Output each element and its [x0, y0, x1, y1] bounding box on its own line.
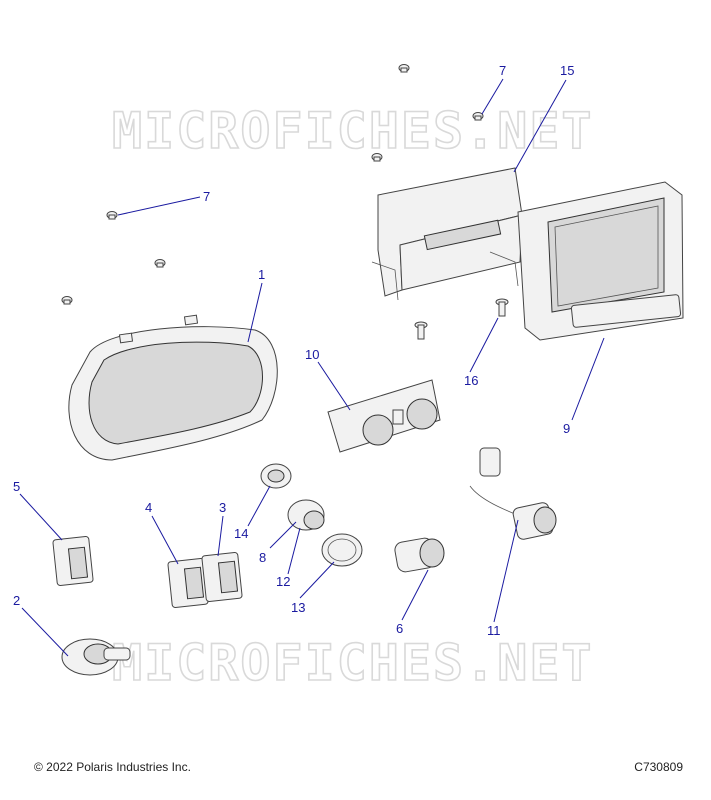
leader-11 [493, 519, 519, 623]
accessory-socket [287, 499, 325, 531]
push-pin [414, 321, 428, 340]
callout-12: 12 [276, 574, 290, 589]
screw [398, 64, 410, 73]
screw [106, 211, 118, 220]
copyright-notice: © 2022 Polaris Industries Inc. [34, 760, 191, 774]
callout-2: 2 [13, 593, 20, 608]
leader-7a [117, 196, 201, 216]
leader-4 [151, 515, 179, 565]
drawing-code: C730809 [634, 760, 683, 774]
watermark-top: MICROFICHES.NET [112, 102, 594, 160]
ignition-switch [61, 638, 131, 676]
rocker-switch [52, 536, 94, 586]
leader-12 [287, 527, 301, 575]
callout-8: 8 [259, 550, 266, 565]
callout-6: 6 [396, 621, 403, 636]
watermark-bottom: MICROFICHES.NET [112, 634, 594, 692]
leader-16 [469, 317, 499, 373]
socket-cap [321, 533, 363, 567]
leader-2 [21, 607, 69, 657]
retaining-nut [260, 463, 292, 489]
callout-5: 5 [13, 479, 20, 494]
callout-9: 9 [563, 421, 570, 436]
leader-6 [401, 569, 429, 621]
callout-10: 10 [305, 347, 319, 362]
leader-7b [481, 78, 504, 115]
leader-13 [299, 561, 335, 599]
leader-8 [269, 521, 297, 549]
leader-15 [513, 79, 567, 173]
callout-7a: 7 [203, 189, 210, 204]
screw [371, 153, 383, 162]
callout-1: 1 [258, 267, 265, 282]
screw [154, 259, 166, 268]
rocker-switch [201, 552, 243, 602]
screw [472, 112, 484, 121]
12v-outlet [394, 537, 445, 573]
callout-4: 4 [145, 500, 152, 515]
rocker-switch [167, 558, 209, 608]
callout-7b: 7 [499, 63, 506, 78]
usb-power-port [469, 447, 557, 540]
leader-10 [317, 361, 351, 411]
callout-3: 3 [219, 500, 226, 515]
callout-15: 15 [560, 63, 574, 78]
instrument-cluster [68, 314, 278, 461]
leader-9 [571, 337, 605, 421]
callout-13: 13 [291, 600, 305, 615]
screw [61, 296, 73, 305]
climate-control-panel [327, 379, 441, 453]
mounting-bracket [371, 167, 523, 301]
callout-16: 16 [464, 373, 478, 388]
callout-11: 11 [487, 623, 501, 638]
callout-14: 14 [234, 526, 248, 541]
push-pin [495, 298, 509, 317]
screw-group [61, 64, 484, 305]
display-monitor [517, 181, 684, 341]
leader-3 [217, 515, 224, 557]
leader-1 [247, 282, 263, 343]
leader-5 [19, 493, 63, 541]
leader-14 [247, 485, 271, 527]
